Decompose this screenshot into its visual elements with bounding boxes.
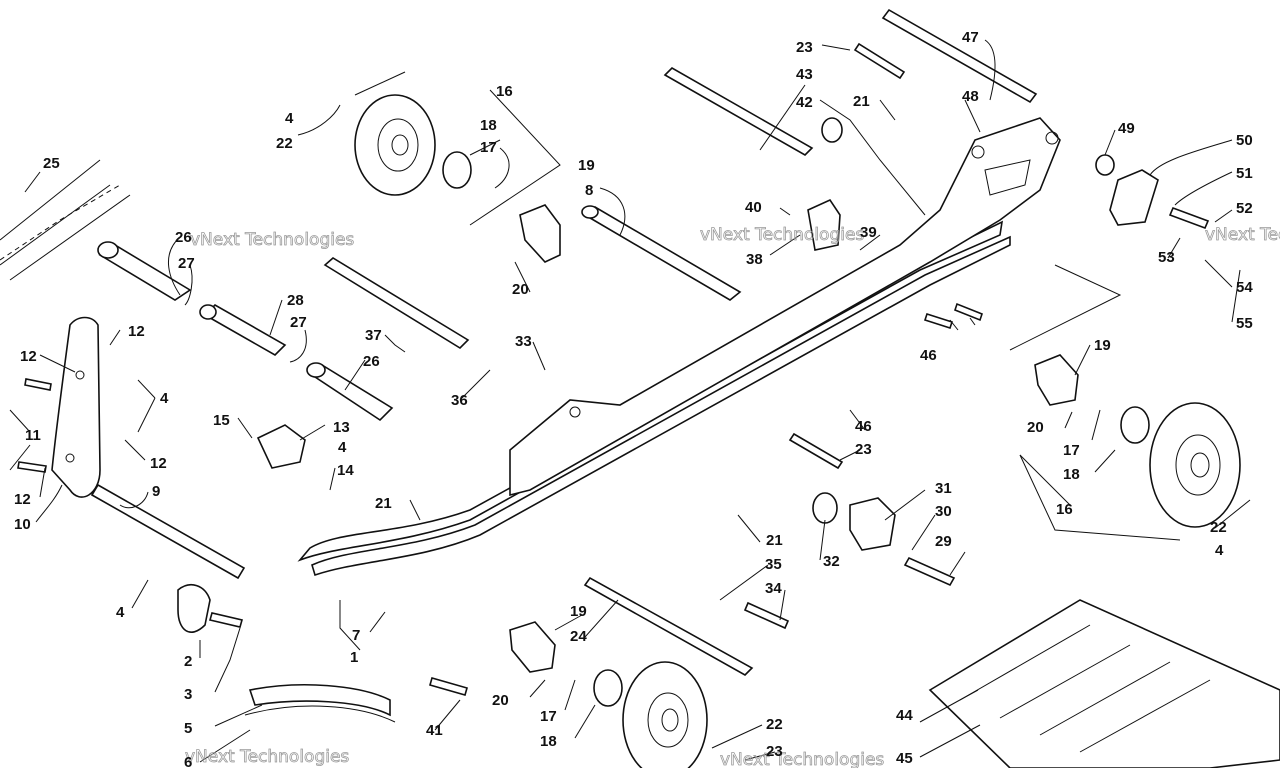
callout-number: 19 bbox=[578, 157, 595, 174]
callout-number: 43 bbox=[796, 66, 813, 83]
callout-number: 54 bbox=[1236, 279, 1253, 296]
callout-number: 12 bbox=[150, 455, 167, 472]
callout-number: 21 bbox=[853, 93, 870, 110]
callout-number: 48 bbox=[962, 88, 979, 105]
watermark-text: vNext Technologies bbox=[720, 750, 884, 768]
callout-number: 55 bbox=[1236, 315, 1253, 332]
callout-number: 7 bbox=[352, 627, 360, 644]
callout-number: 20 bbox=[492, 692, 509, 709]
callout-number: 5 bbox=[184, 720, 192, 737]
callout-number: 16 bbox=[1056, 501, 1073, 518]
callout-number: 23 bbox=[796, 39, 813, 56]
callout-number: 2 bbox=[184, 653, 192, 670]
callout-number: 51 bbox=[1236, 165, 1253, 182]
callout-number: 12 bbox=[128, 323, 145, 340]
callout-number: 39 bbox=[860, 224, 877, 241]
callout-number: 4 bbox=[160, 390, 169, 407]
callout-number: 17 bbox=[540, 708, 557, 725]
callout-number: 22 bbox=[1210, 519, 1227, 536]
callout-number: 42 bbox=[796, 94, 813, 111]
shafts bbox=[90, 8, 1038, 676]
callout-number: 45 bbox=[896, 750, 913, 767]
callout-number: 26 bbox=[175, 229, 192, 246]
callout-number: 34 bbox=[765, 580, 782, 597]
callout-number: 18 bbox=[540, 733, 557, 750]
callout-number: 4 bbox=[116, 604, 125, 621]
callout-number: 26 bbox=[363, 353, 380, 370]
callout-number: 18 bbox=[480, 117, 497, 134]
callout-number: 23 bbox=[766, 743, 783, 760]
callout-number: 33 bbox=[515, 333, 532, 350]
callout-number: 41 bbox=[426, 722, 443, 739]
callout-number: 49 bbox=[1118, 120, 1135, 137]
watermark-text: vNext Technologies bbox=[190, 230, 354, 250]
callout-number: 6 bbox=[184, 754, 192, 768]
callout-number: 12 bbox=[20, 348, 37, 365]
callout-number: 44 bbox=[896, 707, 913, 724]
callout-number: 25 bbox=[43, 155, 60, 172]
watermark-text: vNext Technologies bbox=[1205, 225, 1280, 245]
callout-number: 32 bbox=[823, 553, 840, 570]
callout-number: 13 bbox=[333, 419, 350, 436]
callout-number: 35 bbox=[765, 556, 782, 573]
slide-rail-frame bbox=[297, 117, 1061, 577]
callout-number: 10 bbox=[14, 516, 31, 533]
callout-number: 15 bbox=[213, 412, 230, 429]
callout-number: 9 bbox=[152, 483, 160, 500]
callout-number: 37 bbox=[365, 327, 382, 344]
callout-number: 40 bbox=[745, 199, 762, 216]
callout-number: 19 bbox=[570, 603, 587, 620]
callout-number: 1 bbox=[350, 649, 358, 666]
watermark-text: vNext Technologies bbox=[700, 225, 864, 245]
callout-number: 29 bbox=[935, 533, 952, 550]
callout-labels: 1 2 3 4 4 4 4 4 5 6 7 8 9 10 11 12 12 12… bbox=[14, 29, 1253, 768]
callout-number: 4 bbox=[338, 439, 347, 456]
callout-number: 22 bbox=[766, 716, 783, 733]
front-bumper-arm bbox=[51, 316, 101, 498]
callout-number: 23 bbox=[855, 441, 872, 458]
callout-number: 21 bbox=[375, 495, 392, 512]
callout-number: 46 bbox=[920, 347, 937, 364]
callout-number: 4 bbox=[1215, 542, 1224, 559]
callout-number: 53 bbox=[1158, 249, 1175, 266]
callout-number: 3 bbox=[184, 686, 192, 703]
callout-number: 14 bbox=[337, 462, 354, 479]
callout-number: 36 bbox=[451, 392, 468, 409]
callout-number: 31 bbox=[935, 480, 952, 497]
brackets-and-blocks bbox=[177, 117, 1159, 673]
callout-number: 4 bbox=[285, 110, 294, 127]
callout-number: 16 bbox=[496, 83, 513, 100]
watermark-text: vNext Technologies bbox=[185, 747, 349, 767]
callout-number: 22 bbox=[276, 135, 293, 152]
callout-number: 50 bbox=[1236, 132, 1253, 149]
callout-number: 19 bbox=[1094, 337, 1111, 354]
hitch-bracket bbox=[0, 159, 131, 281]
leader-lines bbox=[9, 39, 1251, 763]
callout-number: 8 bbox=[585, 182, 593, 199]
track-section bbox=[928, 599, 1280, 768]
bumper-bar bbox=[244, 684, 396, 723]
callout-number: 47 bbox=[962, 29, 979, 46]
bolts bbox=[17, 42, 1210, 696]
callout-number: 28 bbox=[287, 292, 304, 309]
callout-number: 17 bbox=[1063, 442, 1080, 459]
callout-number: 27 bbox=[290, 314, 307, 331]
callout-number: 21 bbox=[766, 532, 783, 549]
callout-number: 24 bbox=[570, 628, 587, 645]
callout-number: 11 bbox=[25, 427, 41, 444]
callout-number: 30 bbox=[935, 503, 952, 520]
callout-number: 46 bbox=[855, 418, 872, 435]
callout-number: 52 bbox=[1236, 200, 1253, 217]
idler-wheels bbox=[354, 94, 1241, 768]
callout-number: 18 bbox=[1063, 466, 1080, 483]
callout-number: 20 bbox=[1027, 419, 1044, 436]
watermarks: vNext Technologies vNext Technologies vN… bbox=[185, 225, 1280, 768]
callout-number: 27 bbox=[178, 255, 195, 272]
callout-number: 17 bbox=[480, 139, 497, 156]
callout-number: 12 bbox=[14, 491, 31, 508]
callout-number: 38 bbox=[746, 251, 763, 268]
callout-number: 20 bbox=[512, 281, 529, 298]
